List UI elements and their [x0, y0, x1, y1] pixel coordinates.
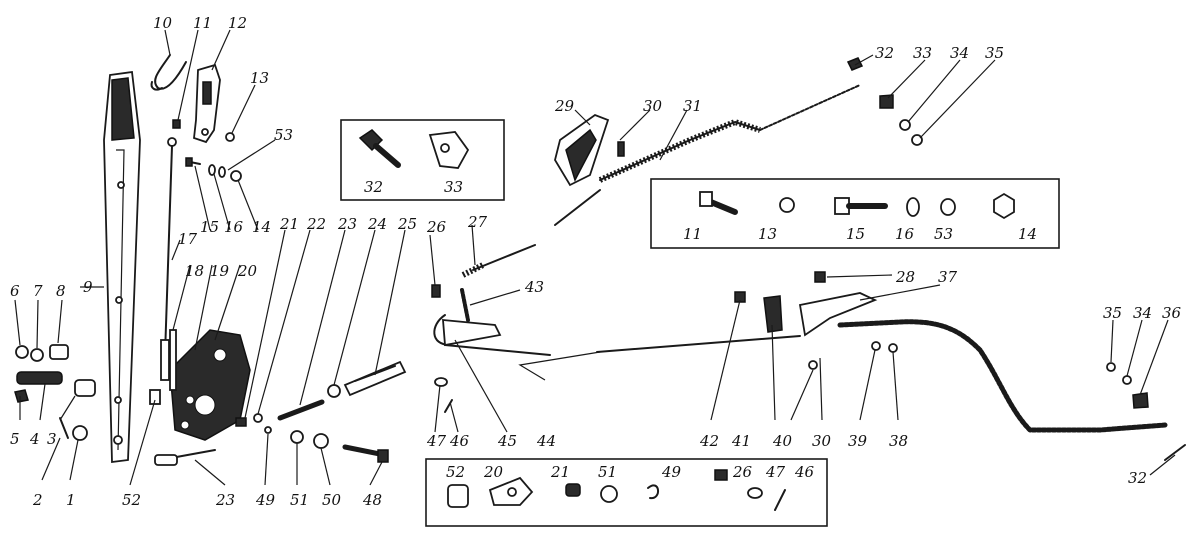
label-42: 42 [699, 432, 719, 450]
label-7: 7 [33, 282, 43, 300]
label-22: 22 [306, 215, 326, 233]
label-1: 1 [66, 491, 76, 509]
label-32-bottom: 32 [1128, 469, 1147, 487]
label-14: 14 [252, 218, 271, 236]
label-32-top: 32 [875, 44, 894, 62]
leader-lines [14, 29, 1176, 486]
label-5: 5 [10, 430, 20, 448]
label-35-top: 35 [985, 44, 1004, 62]
ratchet-sector [169, 329, 251, 441]
label-31: 31 [683, 97, 702, 115]
label-27: 27 [467, 213, 488, 231]
lower-cable-assembly [596, 271, 1186, 461]
label-26-inset: 26 [732, 463, 753, 481]
label-36: 36 [1162, 304, 1182, 322]
label-25: 25 [397, 215, 417, 233]
washer-16 [208, 164, 216, 176]
label-6: 6 [10, 282, 20, 300]
label-44: 44 [536, 432, 556, 450]
label-46: 46 [449, 432, 470, 450]
inset-box-small-parts [425, 458, 828, 527]
inset-box-bolt-bracket [340, 119, 505, 201]
label-19: 19 [210, 262, 230, 280]
label-34-right: 34 [1133, 304, 1152, 322]
label-13: 13 [250, 69, 269, 87]
bolt-15 [185, 157, 201, 167]
label-39: 39 [848, 432, 868, 450]
label-34-top: 34 [950, 44, 969, 62]
label-26: 26 [426, 218, 447, 236]
label-38: 38 [889, 432, 908, 450]
upper-cable-assembly [554, 57, 923, 226]
label-17: 17 [178, 230, 198, 248]
label-37: 37 [938, 268, 958, 286]
center-small-parts [154, 360, 407, 466]
label-50: 50 [322, 491, 342, 509]
label-53: 53 [274, 126, 293, 144]
label-52-inset: 52 [446, 463, 465, 481]
label-12: 12 [228, 14, 247, 32]
washer-53 [218, 166, 226, 178]
label-16: 16 [224, 218, 244, 236]
label-30-top: 30 [643, 97, 663, 115]
label-29: 29 [554, 97, 575, 115]
label-23-top: 23 [337, 215, 357, 233]
label-16-inset: 16 [895, 225, 915, 243]
inset-box-hardware [650, 178, 1060, 249]
label-18: 18 [185, 262, 204, 280]
label-20: 20 [237, 262, 258, 280]
label-3: 3 [47, 430, 57, 448]
label-14-inset: 14 [1018, 225, 1037, 243]
label-15: 15 [200, 218, 219, 236]
hand-brake-lever [103, 70, 141, 464]
label-53-inset: 53 [934, 225, 953, 243]
label-32-inset: 32 [364, 178, 383, 196]
label-20-inset: 20 [483, 463, 504, 481]
label-49: 49 [255, 491, 276, 509]
label-47-inset: 47 [765, 463, 786, 481]
label-51: 51 [290, 491, 309, 509]
pawl-catch [193, 63, 221, 144]
label-46-inset: 46 [794, 463, 815, 481]
label-11: 11 [193, 14, 212, 32]
label-15-inset: 15 [846, 225, 865, 243]
equalizer-assembly [431, 244, 551, 413]
label-10: 10 [153, 14, 173, 32]
label-8: 8 [56, 282, 66, 300]
label-30-bottom: 30 [812, 432, 832, 450]
label-40: 40 [772, 432, 793, 450]
pawl-washer [225, 132, 235, 142]
label-28: 28 [895, 268, 915, 286]
label-51-inset: 51 [598, 463, 617, 481]
label-49-inset: 49 [661, 463, 682, 481]
label-11-inset: 11 [683, 225, 702, 243]
release-rod [160, 137, 177, 381]
pawl-pin [172, 119, 181, 129]
label-21: 21 [279, 215, 299, 233]
label-43: 43 [524, 278, 544, 296]
label-33: 33 [913, 44, 932, 62]
pawl-spring [150, 54, 187, 91]
part-number-labels: 10 11 12 13 53 15 16 14 17 18 19 20 21 2… [10, 14, 1182, 509]
parts-left-cluster [14, 344, 96, 441]
label-41: 41 [731, 432, 751, 450]
label-52: 52 [122, 491, 141, 509]
label-47: 47 [426, 432, 447, 450]
label-48: 48 [362, 491, 382, 509]
bushing-52 [149, 389, 161, 405]
nut-14 [230, 170, 242, 182]
label-9: 9 [83, 278, 93, 296]
label-13-inset: 13 [758, 225, 777, 243]
label-35-right: 35 [1103, 304, 1122, 322]
label-45: 45 [497, 432, 517, 450]
rod-18 [169, 329, 177, 391]
label-21-inset: 21 [550, 463, 570, 481]
label-24: 24 [367, 215, 387, 233]
label-33-inset: 33 [444, 178, 463, 196]
label-23-bottom: 23 [215, 491, 235, 509]
label-4: 4 [29, 430, 40, 448]
label-2: 2 [32, 491, 43, 509]
